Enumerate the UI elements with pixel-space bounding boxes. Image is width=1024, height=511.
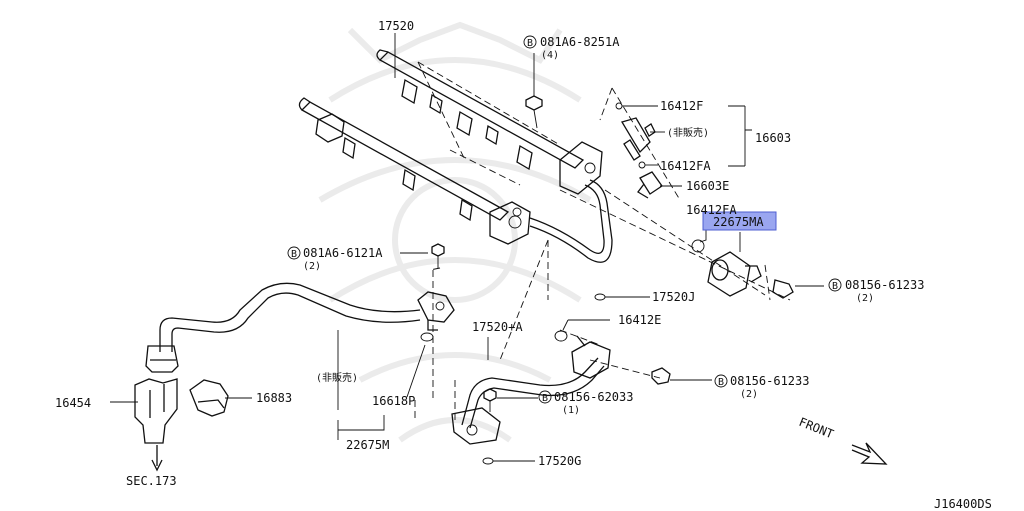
washer-17520G[interactable] [482, 457, 494, 465]
label-16883[interactable]: 16883 [256, 391, 292, 405]
qty-08156-61233-top: (2) [856, 293, 874, 304]
qty-081A6-6121A: (2) [303, 261, 321, 272]
label-22675M[interactable]: 22675M [346, 438, 389, 452]
label-08156-61233-bottom[interactable]: 08156-61233 [730, 374, 809, 388]
bolt-081A6-6121A[interactable] [431, 243, 445, 268]
label-16618P[interactable]: 16618P [372, 394, 415, 408]
bolt-symbol-8251A: B [523, 35, 537, 49]
fuel-hose-assembly[interactable] [145, 282, 455, 373]
fuel-injector-16603[interactable] [615, 102, 656, 169]
svg-text:B: B [832, 281, 838, 292]
bolt-symbol-6121A: B [287, 246, 301, 260]
front-direction-arrow [851, 442, 888, 465]
label-front: FRONT [797, 415, 836, 442]
svg-text:B: B [527, 38, 533, 49]
qty-08156-61233-bottom: (2) [740, 389, 758, 400]
label-08156-62033[interactable]: 08156-62033 [554, 390, 633, 404]
qty-08156-62033: (1) [562, 405, 580, 416]
bolt-symbol-61233-bottom: B [714, 374, 728, 388]
label-16412F[interactable]: 16412F [660, 99, 703, 113]
crossover-tube[interactable] [529, 179, 613, 263]
injector-clip-16603E[interactable] [637, 171, 663, 199]
bolt-symbol-62033: B [538, 390, 552, 404]
label-22675MA[interactable]: 22675MA [713, 215, 764, 229]
sec-173-arrow [151, 445, 163, 472]
washer-17520J[interactable] [594, 293, 606, 301]
pressure-sensor-22675MA[interactable] [691, 239, 794, 299]
highlight-22675MA [702, 211, 777, 231]
bolt-08156-62033[interactable] [483, 388, 497, 412]
label-08156-61233-top[interactable]: 08156-61233 [845, 278, 924, 292]
o-ring-16412E[interactable] [554, 330, 568, 342]
leader-lines [110, 33, 824, 462]
label-not-for-sale-top: (非販売) [667, 126, 709, 139]
fuel-tube-17520A[interactable] [451, 335, 611, 445]
label-16603E[interactable]: 16603E [686, 179, 729, 193]
svg-text:B: B [542, 393, 548, 404]
quick-connector-16454[interactable] [134, 378, 178, 444]
label-16603[interactable]: 16603 [755, 131, 791, 145]
label-16412E[interactable]: 16412E [618, 313, 661, 327]
assembly-dash-lines [414, 61, 791, 420]
fuel-rail-upper[interactable] [376, 49, 603, 195]
o-ring-16618P[interactable] [420, 332, 434, 342]
bolt-08156-61233-lower[interactable] [651, 367, 671, 385]
label-sec-173[interactable]: SEC.173 [126, 474, 177, 488]
qty-081A6-8251A: (4) [541, 50, 559, 61]
label-diagram-code: J16400DS [934, 497, 992, 511]
label-17520[interactable]: 17520 [378, 19, 414, 33]
label-not-for-sale-bottom: (非販売) [316, 371, 358, 384]
label-081A6-8251A[interactable]: 081A6-8251A [540, 35, 620, 49]
label-16454[interactable]: 16454 [55, 396, 91, 410]
label-17520A[interactable]: 17520+A [472, 320, 523, 334]
label-16412FA-top[interactable]: 16412FA [660, 159, 711, 173]
clip-16883[interactable] [189, 379, 229, 417]
label-081A6-6121A[interactable]: 081A6-6121A [303, 246, 383, 260]
label-17520J[interactable]: 17520J [652, 290, 695, 304]
svg-text:B: B [291, 249, 297, 260]
fuel-rail-lower[interactable] [298, 97, 531, 245]
label-17520G[interactable]: 17520G [538, 454, 581, 468]
label-16412FA-mid[interactable]: 16412FA [686, 203, 737, 217]
bolt-symbol-61233-top: B [828, 278, 842, 292]
watermark-emblem [318, 21, 592, 443]
bolt-081A6-8251A[interactable] [525, 95, 543, 129]
svg-text:B: B [718, 377, 724, 388]
